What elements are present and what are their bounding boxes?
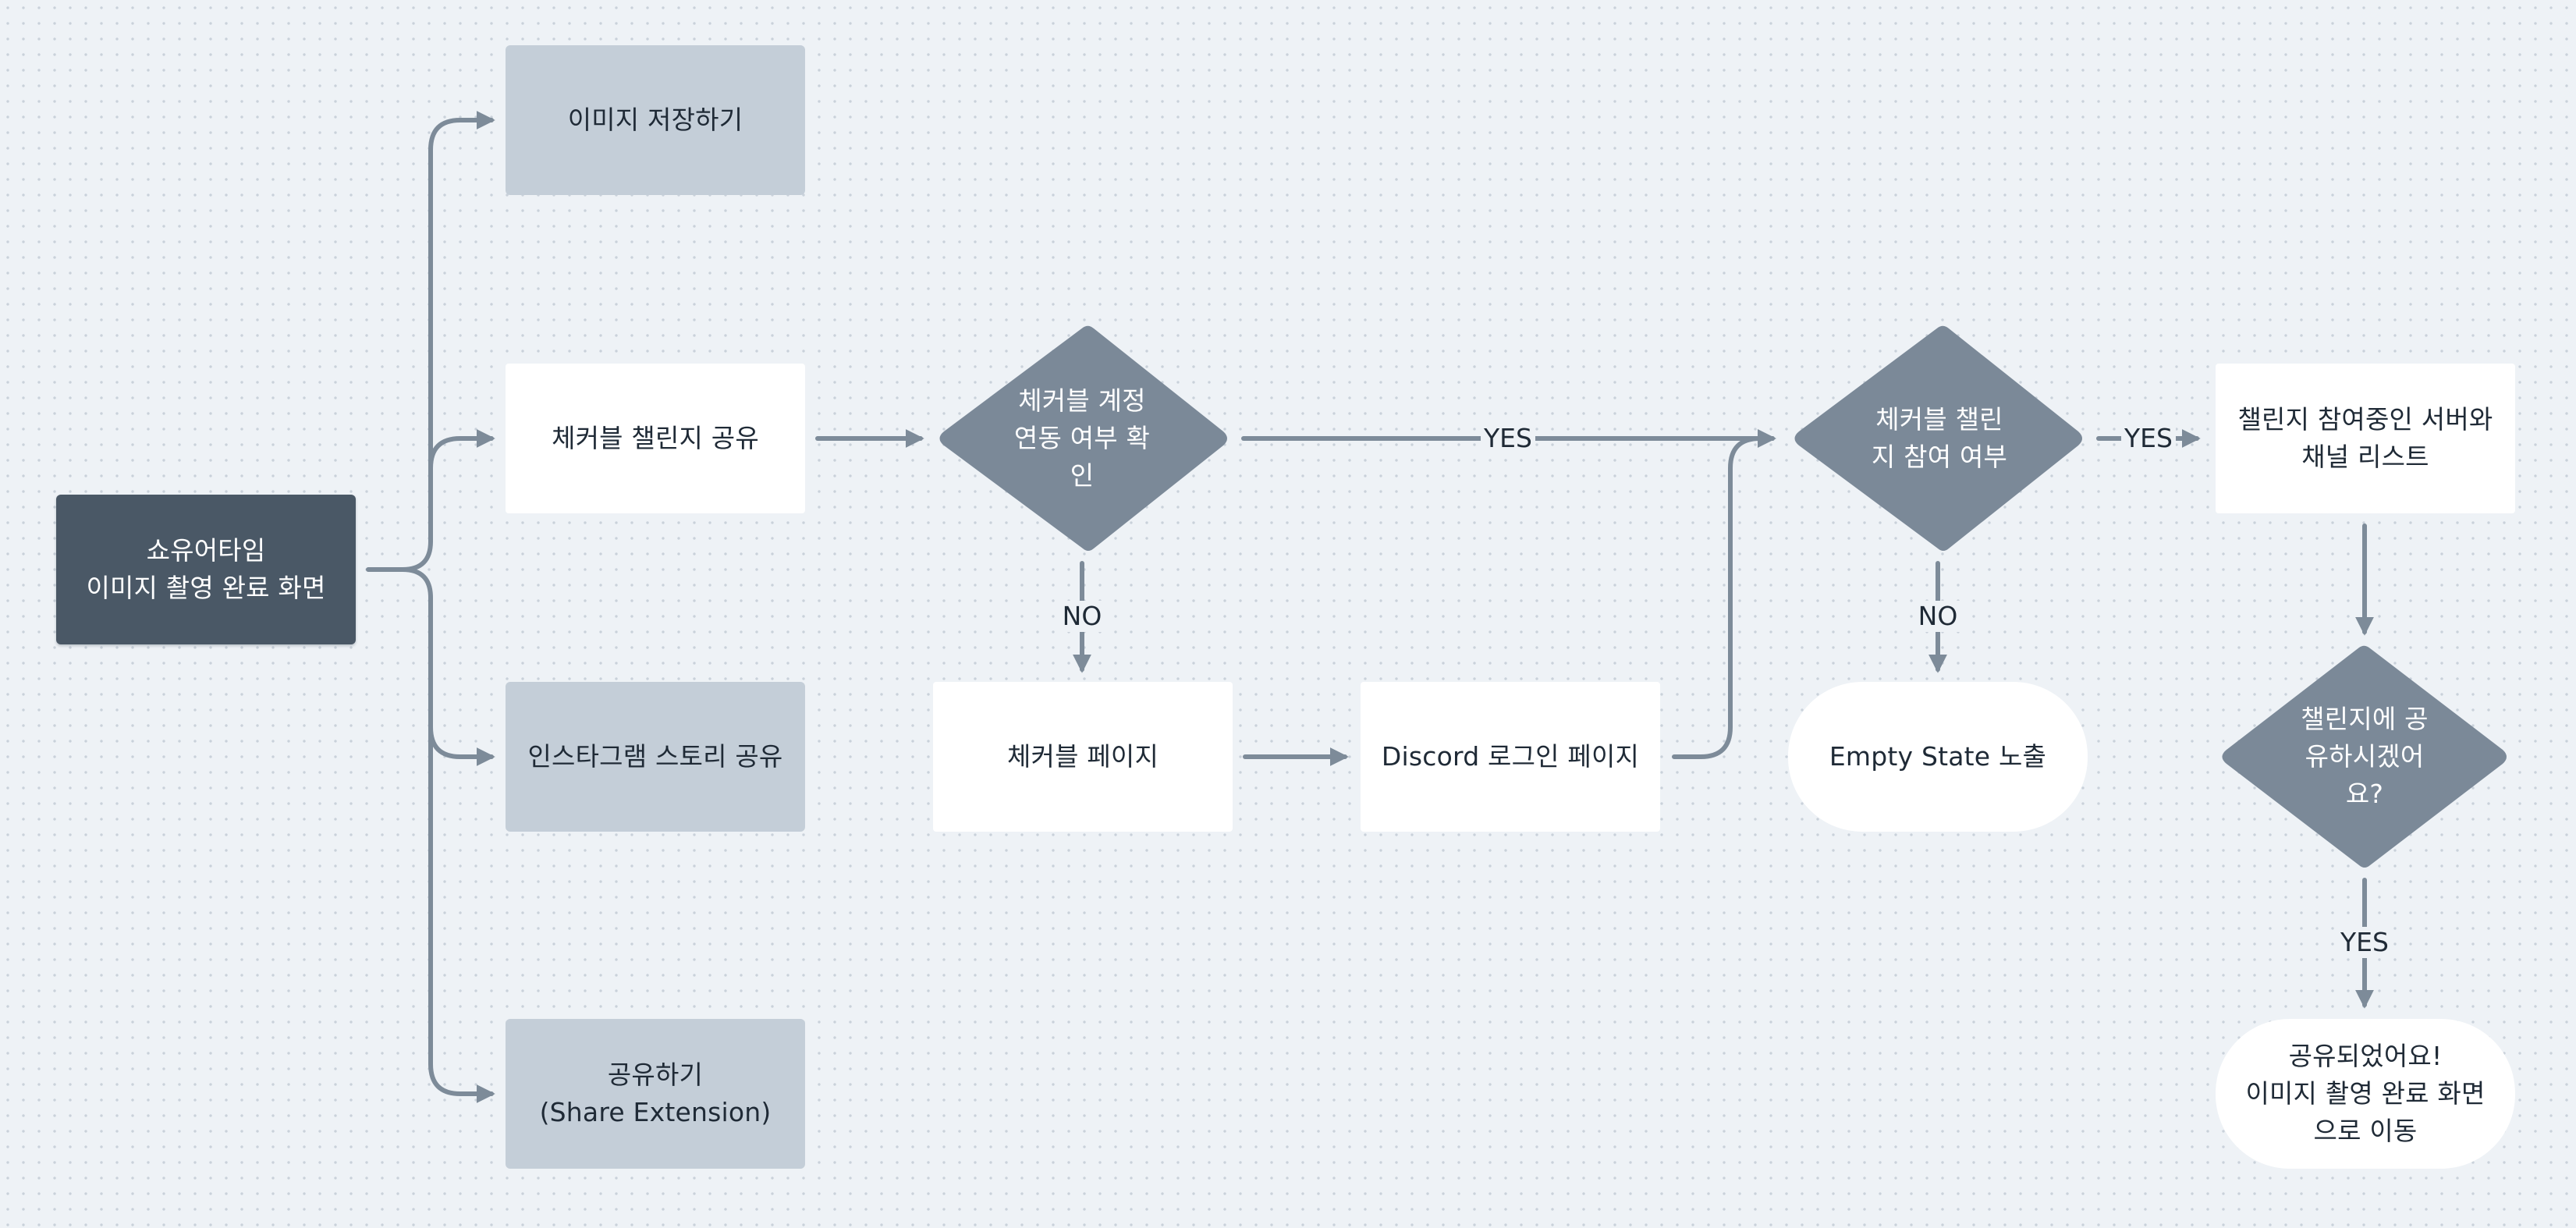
joined-no-label: NO <box>1914 601 1961 632</box>
challenge-joined-label: 체커블 챌린 지 참여 여부 <box>1871 404 2008 472</box>
diamond-challenge-joined <box>1794 325 2082 551</box>
share-instagram-node: 인스타그램 스토리 공유 <box>506 682 805 832</box>
empty-state-node: Empty State 노출 <box>1788 682 2088 832</box>
discord-login-node: Discord 로그인 페이지 <box>1361 682 1660 832</box>
diamond-account-check <box>939 325 1227 551</box>
account-check-label: 체커블 계정 연동 여부 확 인 <box>1013 385 1151 491</box>
edge-discord-to-joined <box>1672 429 1776 759</box>
diamond-confirm-share <box>2222 645 2507 868</box>
checkable-page-node: 체커블 페이지 <box>933 682 1233 832</box>
account-no-label: NO <box>1059 601 1105 632</box>
edge-start-to-share-instagram <box>400 567 495 766</box>
share-extension-node: 공유하기 (Share Extension) <box>506 1019 805 1169</box>
start-node: 쇼유어타임 이미지 촬영 완료 화면 <box>56 495 356 644</box>
confirm-share-label: 챌린지에 공 유하시겠어 요? <box>2301 704 2429 809</box>
confirm-yes-label: YES <box>2337 927 2392 958</box>
account-yes-label: YES <box>1481 423 1535 454</box>
share-checkable-node: 체커블 챌린지 공유 <box>506 364 805 513</box>
edge-start-to-share-extension <box>428 725 495 1103</box>
save-image-node: 이미지 저장하기 <box>506 45 805 195</box>
shared-done-node: 공유되었어요! 이미지 촬영 완료 화면 으로 이동 <box>2216 1019 2515 1169</box>
edge-start-to-share-checkable <box>428 429 495 470</box>
server-channel-list-node: 챌린지 참여중인 서버와 채널 리스트 <box>2216 364 2515 513</box>
joined-yes-label: YES <box>2121 423 2176 454</box>
edge-start-trunk <box>366 111 495 572</box>
